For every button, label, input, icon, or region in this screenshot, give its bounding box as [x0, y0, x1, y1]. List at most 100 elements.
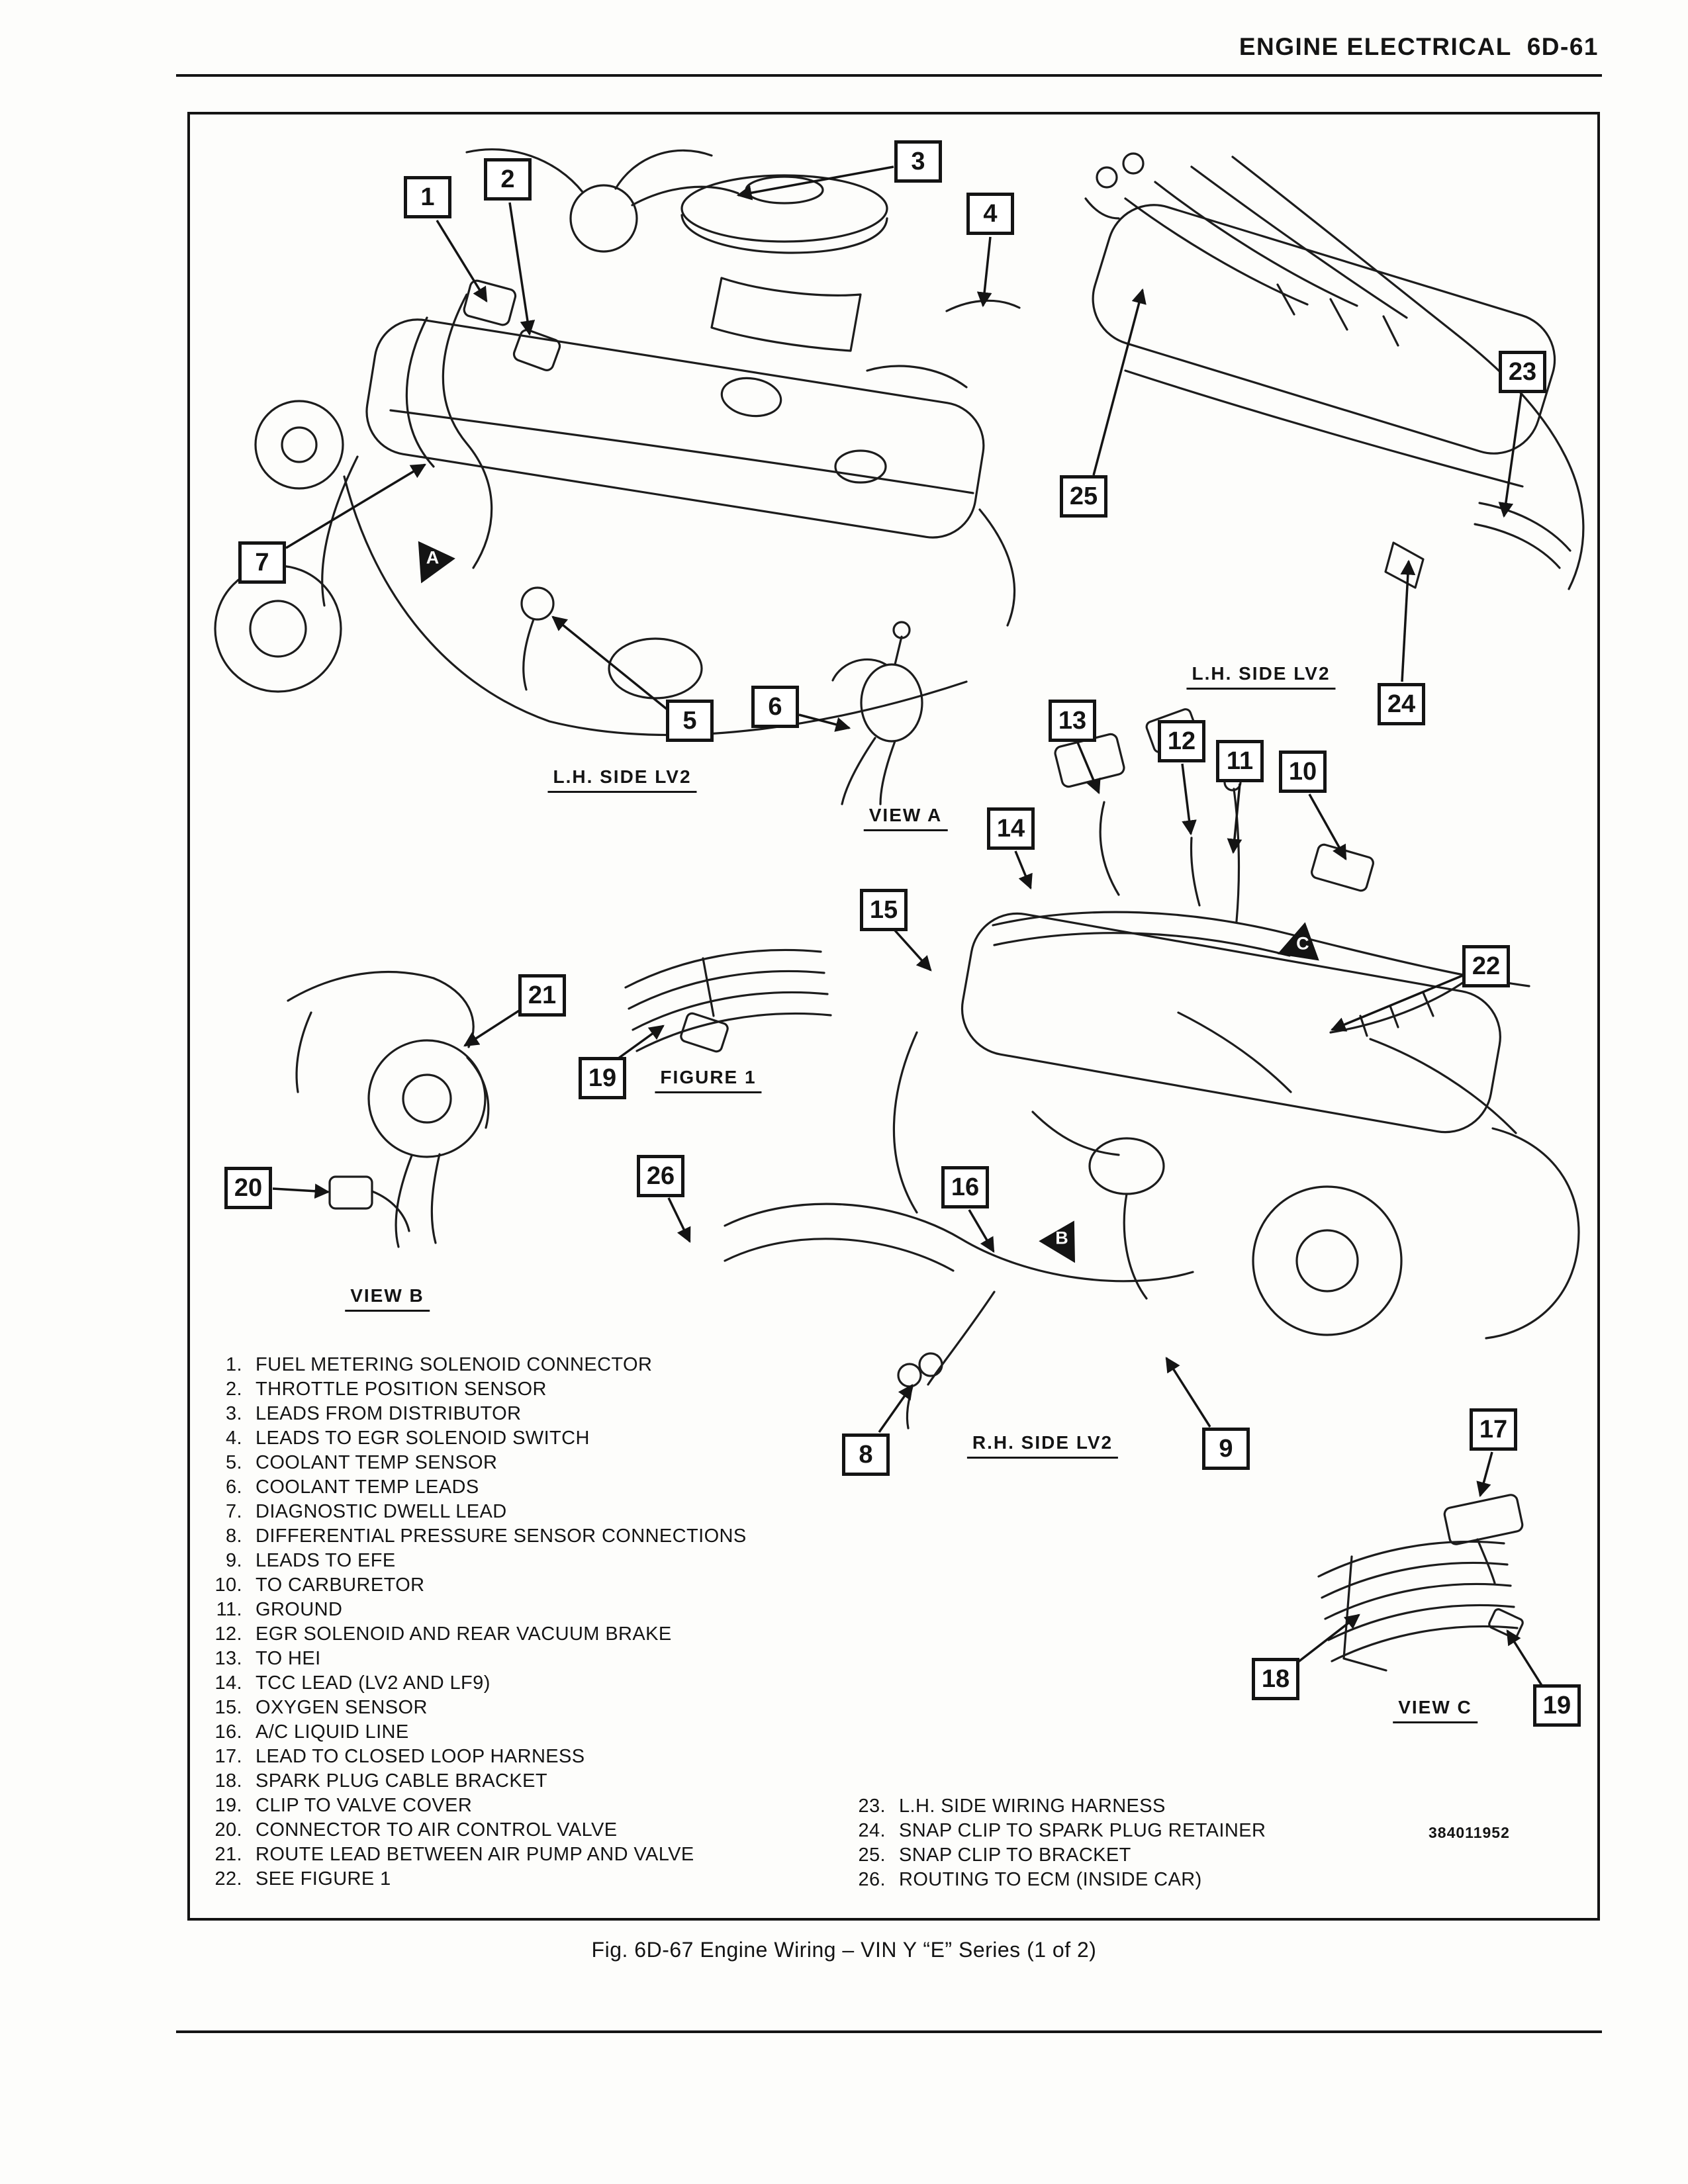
legend-item-13: 13. TO HEI: [199, 1648, 747, 1672]
legend-text: L.H. SIDE WIRING HARNESS: [899, 1796, 1166, 1817]
legend-number: 24.: [858, 1820, 886, 1841]
triangle-letter: C: [1295, 933, 1309, 954]
legend-text: DIAGNOSTIC DWELL LEAD: [256, 1501, 507, 1522]
callout-4: 4: [966, 193, 1014, 235]
legend-text: LEADS FROM DISTRIBUTOR: [256, 1403, 522, 1424]
view-label-view-a: VIEW A: [863, 805, 948, 831]
bottom-rule: [176, 2030, 1602, 2033]
view-label-l-h-side-lv2: L.H. SIDE LV2: [547, 766, 697, 793]
callout-23: 23: [1499, 351, 1546, 393]
legend-number: 5.: [226, 1452, 242, 1473]
figure-caption: Fig. 6D-67 Engine Wiring – VIN Y “E” Ser…: [591, 1938, 1097, 1962]
legend-item-19: 19.CLIP TO VALVE COVER: [199, 1795, 747, 1819]
legend-item-1: 1.FUEL METERING SOLENOID CONNECTOR: [199, 1354, 747, 1379]
legend-number: 2.: [226, 1379, 242, 1400]
legend-text: ROUTE LEAD BETWEEN AIR PUMP AND VALVE: [256, 1844, 694, 1865]
legend-number: 6.: [226, 1477, 242, 1498]
legend-number: 9.: [226, 1550, 242, 1571]
legend-item-24: 24. SNAP CLIP TO SPARK PLUG RETAINER: [842, 1820, 1266, 1844]
callout-2: 2: [484, 158, 532, 201]
legend-text: TO CARBURETOR: [256, 1574, 425, 1596]
legend-item-11: 11.GROUND: [199, 1599, 747, 1623]
legend-number: 8.: [226, 1525, 242, 1547]
callout-9: 9: [1202, 1428, 1250, 1470]
callout-19: 19: [1533, 1684, 1581, 1727]
legend-number: 10.: [214, 1574, 242, 1596]
legend-number: 16.: [214, 1721, 242, 1743]
legend-number: 18.: [214, 1770, 242, 1792]
legend-text: THROTTLE POSITION SENSOR: [256, 1379, 547, 1400]
triangle-letter: B: [1055, 1228, 1068, 1248]
callout-17: 17: [1470, 1408, 1517, 1451]
legend-text: OXYGEN SENSOR: [256, 1697, 428, 1718]
legend-text: SNAP CLIP TO SPARK PLUG RETAINER: [899, 1820, 1266, 1841]
callout-6: 6: [751, 686, 799, 728]
legend-right: 23. L.H. SIDE WIRING HARNESS 24. SNAP CLIP …: [842, 1796, 1266, 1893]
view-label-view-c: VIEW C: [1393, 1697, 1477, 1723]
callout-26: 26: [637, 1155, 684, 1197]
page-header: ENGINE ELECTRICAL 6D-61: [1239, 33, 1599, 60]
callout-21: 21: [518, 974, 566, 1017]
legend-number: 12.: [214, 1623, 242, 1645]
legend-item-8: 8. DIFFERENTIAL PRESSURE SENSOR CONNECTIO…: [199, 1525, 747, 1550]
legend-text: SPARK PLUG CABLE BRACKET: [256, 1770, 547, 1792]
legend-number: 22.: [214, 1868, 242, 1889]
legend-item-6: 6.COOLANT TEMP LEADS: [199, 1477, 747, 1501]
triangle-letter: A: [426, 547, 440, 568]
legend-item-9: 9.LEADS TO EFE: [199, 1550, 747, 1574]
legend-item-14: 14.TCC LEAD (LV2 AND LF9): [199, 1672, 747, 1697]
legend-text: LEADS TO EGR SOLENOID SWITCH: [256, 1428, 590, 1449]
legend-number: 26.: [858, 1869, 886, 1890]
legend-item-23: 23. L.H. SIDE WIRING HARNESS: [842, 1796, 1266, 1820]
legend-text: TO HEI: [256, 1648, 321, 1669]
callout-5: 5: [666, 700, 714, 742]
legend-item-16: 16. A/C LIQUID LINE: [199, 1721, 747, 1746]
legend-item-7: 7. DIAGNOSTIC DWELL LEAD: [199, 1501, 747, 1525]
legend-number: 1.: [226, 1354, 242, 1375]
legend-item-5: 5. COOLANT TEMP SENSOR: [199, 1452, 747, 1477]
legend-text: A/C LIQUID LINE: [256, 1721, 409, 1743]
callout-13: 13: [1049, 700, 1096, 742]
legend-item-18: 18. SPARK PLUG CABLE BRACKET: [199, 1770, 747, 1795]
legend-text: SEE FIGURE 1: [256, 1868, 391, 1889]
legend-number: 25.: [858, 1844, 886, 1866]
legend-text: CLIP TO VALVE COVER: [256, 1795, 473, 1816]
legend-item-25: 25.SNAP CLIP TO BRACKET: [842, 1844, 1266, 1869]
legend-number: 4.: [226, 1428, 242, 1449]
view-label-r-h-side-lv2: R.H. SIDE LV2: [966, 1432, 1119, 1459]
legend-item-15: 15. OXYGEN SENSOR: [199, 1697, 747, 1721]
view-label-figure-1: FIGURE 1: [655, 1067, 762, 1093]
legend-number: 13.: [214, 1648, 242, 1669]
legend-item-2: 2. THROTTLE POSITION SENSOR: [199, 1379, 747, 1403]
callout-19: 19: [579, 1057, 626, 1099]
legend-item-21: 21.ROUTE LEAD BETWEEN AIR PUMP AND VALVE: [199, 1844, 747, 1868]
legend-number: 23.: [858, 1796, 886, 1817]
legend-item-20: 20.CONNECTOR TO AIR CONTROL VALVE: [199, 1819, 747, 1844]
callout-20: 20: [224, 1167, 272, 1209]
legend-item-26: 26. ROUTING TO ECM (INSIDE CAR): [842, 1869, 1266, 1893]
legend-item-17: 17.LEAD TO CLOSED LOOP HARNESS: [199, 1746, 747, 1770]
legend-item-3: 3. LEADS FROM DISTRIBUTOR: [199, 1403, 747, 1428]
callout-22: 22: [1462, 945, 1510, 987]
legend-number: 20.: [214, 1819, 242, 1841]
view-label-l-h-side-lv2: L.H. SIDE LV2: [1186, 663, 1336, 690]
legend-text: GROUND: [256, 1599, 343, 1620]
callout-24: 24: [1378, 683, 1425, 725]
legend-text: TCC LEAD (LV2 AND LF9): [256, 1672, 491, 1694]
legend-text: LEAD TO CLOSED LOOP HARNESS: [256, 1746, 585, 1767]
legend-item-12: 12. EGR SOLENOID AND REAR VACUUM BRAKE: [199, 1623, 747, 1648]
legend-item-10: 10. TO CARBURETOR: [199, 1574, 747, 1599]
callout-15: 15: [860, 889, 908, 931]
legend-number: 3.: [226, 1403, 242, 1424]
callout-14: 14: [987, 807, 1035, 850]
legend-text: DIFFERENTIAL PRESSURE SENSOR CONNECTIONS: [256, 1525, 747, 1547]
callout-12: 12: [1158, 720, 1205, 762]
legend-text: EGR SOLENOID AND REAR VACUUM BRAKE: [256, 1623, 672, 1645]
callout-25: 25: [1060, 475, 1107, 518]
legend-number: 7.: [226, 1501, 242, 1522]
callout-16: 16: [941, 1166, 989, 1208]
legend-text: COOLANT TEMP SENSOR: [256, 1452, 498, 1473]
legend-text: ROUTING TO ECM (INSIDE CAR): [899, 1869, 1202, 1890]
legend-number: 15.: [214, 1697, 242, 1718]
